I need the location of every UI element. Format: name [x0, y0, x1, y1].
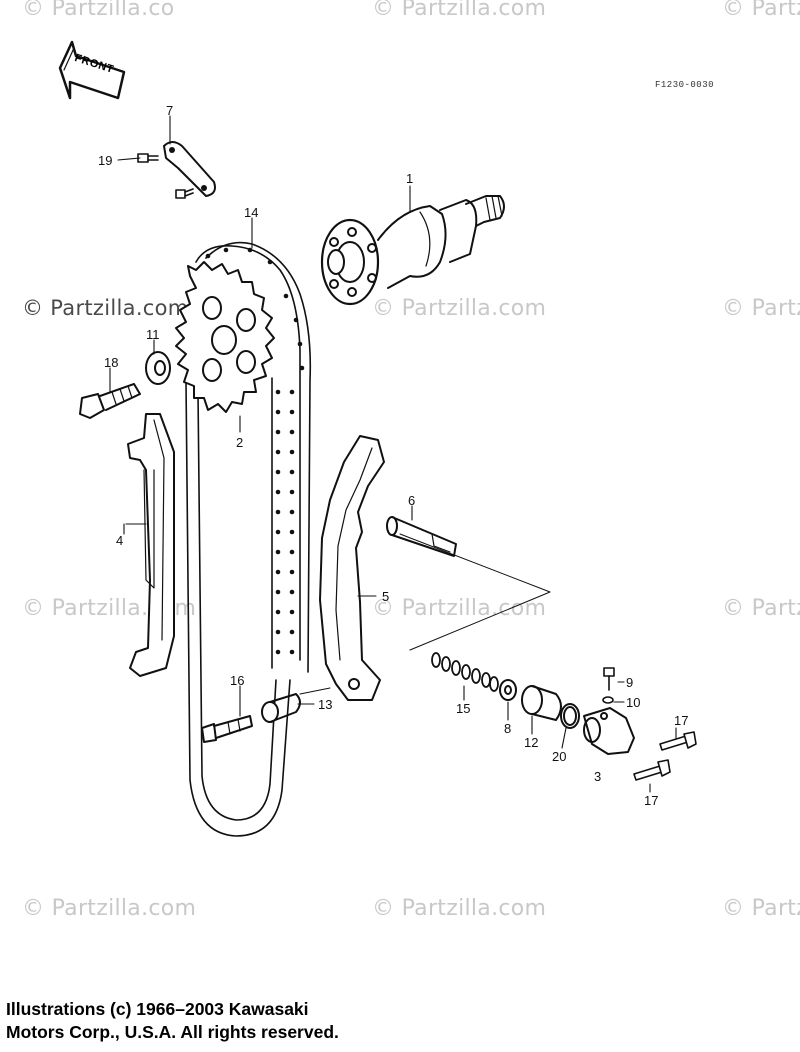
front-arrow-icon: [58, 40, 126, 100]
watermark-top-right: © Partz: [722, 0, 800, 21]
callout-17-lower: 17: [644, 793, 659, 808]
assembly-lines: [299, 533, 551, 695]
cam-chain: [185, 241, 312, 837]
callout-11: 11: [146, 327, 160, 342]
callout-3: 3: [594, 769, 602, 784]
callout-6: 6: [408, 493, 416, 508]
callout-9: 9: [626, 675, 634, 690]
tensioner-pin: [386, 516, 457, 557]
tensioner-push-rod: [521, 685, 562, 721]
cam-chain-links: [205, 247, 305, 655]
tensioner-spring: [431, 652, 499, 692]
watermark-top-left: © Partzilla.co: [22, 0, 175, 21]
callout-18: 18: [104, 355, 119, 370]
callout-8: 8: [504, 721, 512, 736]
copyright-notice: Illustrations (c) 1966–2003 Kawasaki Mot…: [6, 998, 339, 1044]
callout-14: 14: [244, 205, 259, 220]
chain-tensioner-arm: [319, 435, 385, 701]
callout-13: 13: [318, 697, 333, 712]
watermark-mid-right: © Partz: [722, 296, 800, 321]
callout-19: 19: [98, 153, 113, 168]
watermark-mid-center: © Partzilla.com: [372, 296, 547, 321]
sprocket-bolt: [79, 383, 141, 419]
callout-20: 20: [552, 749, 567, 764]
watermark-bottom-center: © Partzilla.com: [372, 896, 547, 921]
arm-pivot-bolt: [201, 715, 253, 743]
callout-4: 4: [116, 533, 124, 548]
watermark-bottom-left: © Partzilla.com: [22, 896, 197, 921]
chain-guide: [127, 413, 175, 677]
copyright-line-2: Motors Corp., U.S.A. All rights reserved…: [6, 1022, 339, 1042]
tensioner-washer: [499, 679, 517, 701]
callout-7: 7: [166, 103, 174, 118]
callout-17-upper: 17: [674, 713, 689, 728]
camshaft: [320, 195, 505, 306]
washer: [145, 351, 171, 385]
callout-5: 5: [382, 589, 390, 604]
leader-lines: [109, 115, 677, 793]
tensioner-o-ring: [560, 703, 580, 729]
watermark-bottom-right: © Partz: [722, 896, 800, 921]
callout-1: 1: [406, 171, 414, 186]
tensioner-body: [583, 707, 635, 755]
callout-16: 16: [230, 673, 245, 688]
chain-guide-bracket: [163, 141, 216, 197]
watermark-low-center: © Partzilla.com: [372, 596, 547, 621]
watermark-top-center: © Partzilla.com: [372, 0, 547, 21]
callout-10: 10: [626, 695, 641, 710]
tensioner-collar: [261, 693, 301, 723]
callout-2: 2: [236, 435, 244, 450]
copyright-line-1: Illustrations (c) 1966–2003 Kawasaki: [6, 999, 309, 1019]
figure-number: F1230-0030: [655, 80, 715, 90]
tensioner-cap-bolt: [602, 667, 615, 704]
watermark-low-right: © Partz: [722, 596, 800, 621]
callout-15: 15: [456, 701, 471, 716]
callout-12: 12: [524, 735, 539, 750]
cam-sprocket: [175, 261, 275, 413]
watermark-mid-left: © Partzilla.com: [22, 296, 189, 320]
tensioner-mounting-bolt: [633, 731, 697, 781]
